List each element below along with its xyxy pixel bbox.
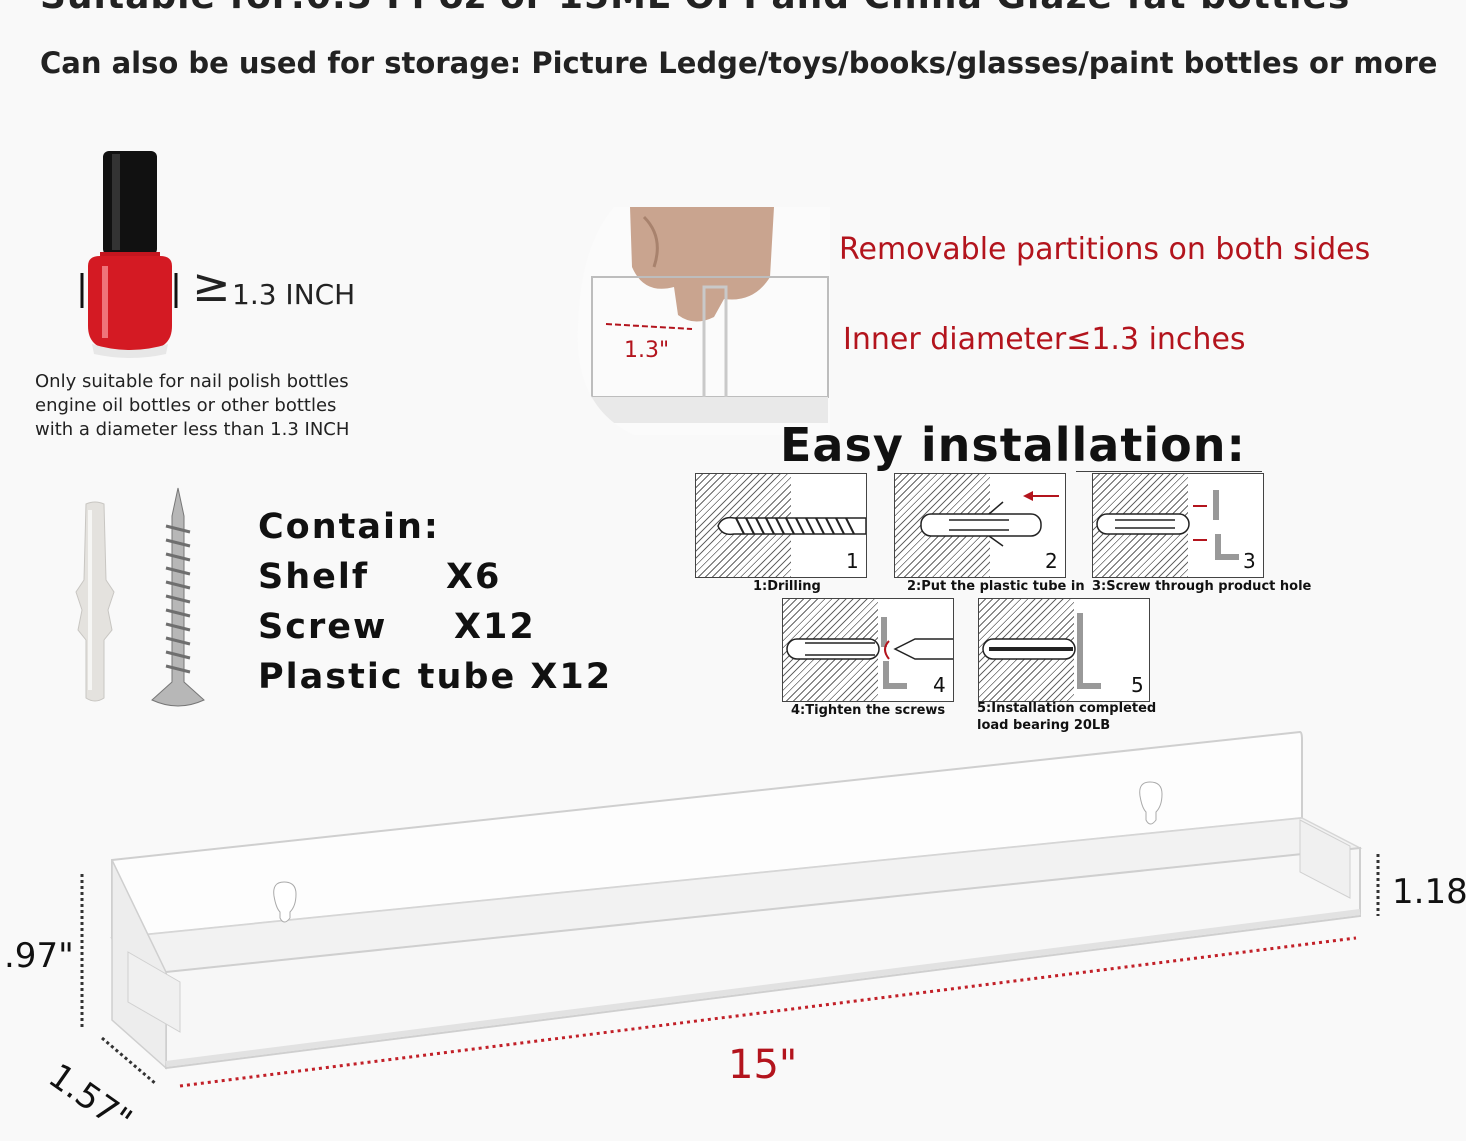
installation-title-rule [1076, 471, 1262, 472]
contents-item-qty: X12 [530, 657, 613, 697]
step-caption: 1:Drilling [753, 579, 821, 594]
step-caption: 5:Installation completed [977, 701, 1157, 716]
contents-item: Shelf X6 [258, 552, 612, 602]
bottle-note-line: Only suitable for nail polish bottles [35, 371, 349, 392]
contents-item-qty: X6 [446, 557, 502, 597]
nail-polish-bottle-image [80, 151, 178, 358]
installation-step-2: 2 [894, 473, 1066, 578]
partition-photo [577, 207, 830, 435]
screwdriver-icon [786, 617, 953, 689]
screw-image [151, 487, 205, 707]
step-number: 4 [933, 673, 946, 697]
bottle-note: Only suitable for nail polish bottles en… [35, 370, 395, 442]
installation-step-4: 4 [782, 598, 954, 702]
bottle-note-line: with a diameter less than 1.3 INCH [35, 419, 350, 440]
step-number: 1 [846, 549, 859, 573]
installation-step-5: 5 [978, 598, 1150, 702]
bracket-icon [1096, 490, 1239, 560]
feature-removable-partitions: Removable partitions on both sides [839, 232, 1371, 267]
acrylic-shelf-image [80, 730, 1380, 1088]
contents-title: Contain: [258, 507, 440, 547]
installation-step-3: 3 [1092, 473, 1264, 578]
contents-item: Screw X12 [258, 602, 612, 652]
step-number: 3 [1243, 549, 1256, 573]
step-number: 2 [1045, 549, 1058, 573]
step-caption-load: load bearing 20LB [977, 718, 1111, 733]
step-number: 5 [1131, 673, 1144, 697]
dimension-height-right: 1.18 [1392, 872, 1466, 912]
contents-item-name: Plastic tube [258, 657, 517, 697]
page-title: Suitable for:0.5 Fl oz or 15ML OPI and C… [40, 0, 1350, 17]
plastic-tube-icon [920, 491, 1059, 547]
contents-item-name: Screw [258, 607, 388, 647]
bottle-size-label: 1.3 INCH [232, 278, 356, 311]
contents-item: Plastic tube X12 [258, 652, 612, 702]
plastic-tube-anchor-image [75, 501, 115, 702]
partition-diameter-label: 1.3" [624, 338, 670, 363]
step-caption: 4:Tighten the screws [791, 703, 946, 718]
installation-title: Easy installation: [780, 418, 1246, 472]
installed-screw-icon [982, 613, 1101, 689]
dimension-height-left: .97" [4, 936, 74, 976]
greater-equal-symbol: ≥ [192, 258, 231, 312]
bottle-note-line: engine oil bottles or other bottles [35, 395, 337, 416]
page-subtitle: Can also be used for storage: Picture Le… [40, 46, 1438, 80]
dimension-length: 15" [728, 1042, 798, 1088]
step-caption: 2:Put the plastic tube in [907, 579, 1085, 594]
feature-inner-diameter: Inner diameter≤1.3 inches [843, 322, 1246, 357]
installation-step-1: 1 [695, 473, 867, 578]
step-caption: 3:Screw through product hole [1092, 579, 1312, 594]
contents-item-name: Shelf [258, 557, 370, 597]
drill-bit-icon [717, 516, 866, 536]
contents-item-qty: X12 [454, 607, 536, 647]
